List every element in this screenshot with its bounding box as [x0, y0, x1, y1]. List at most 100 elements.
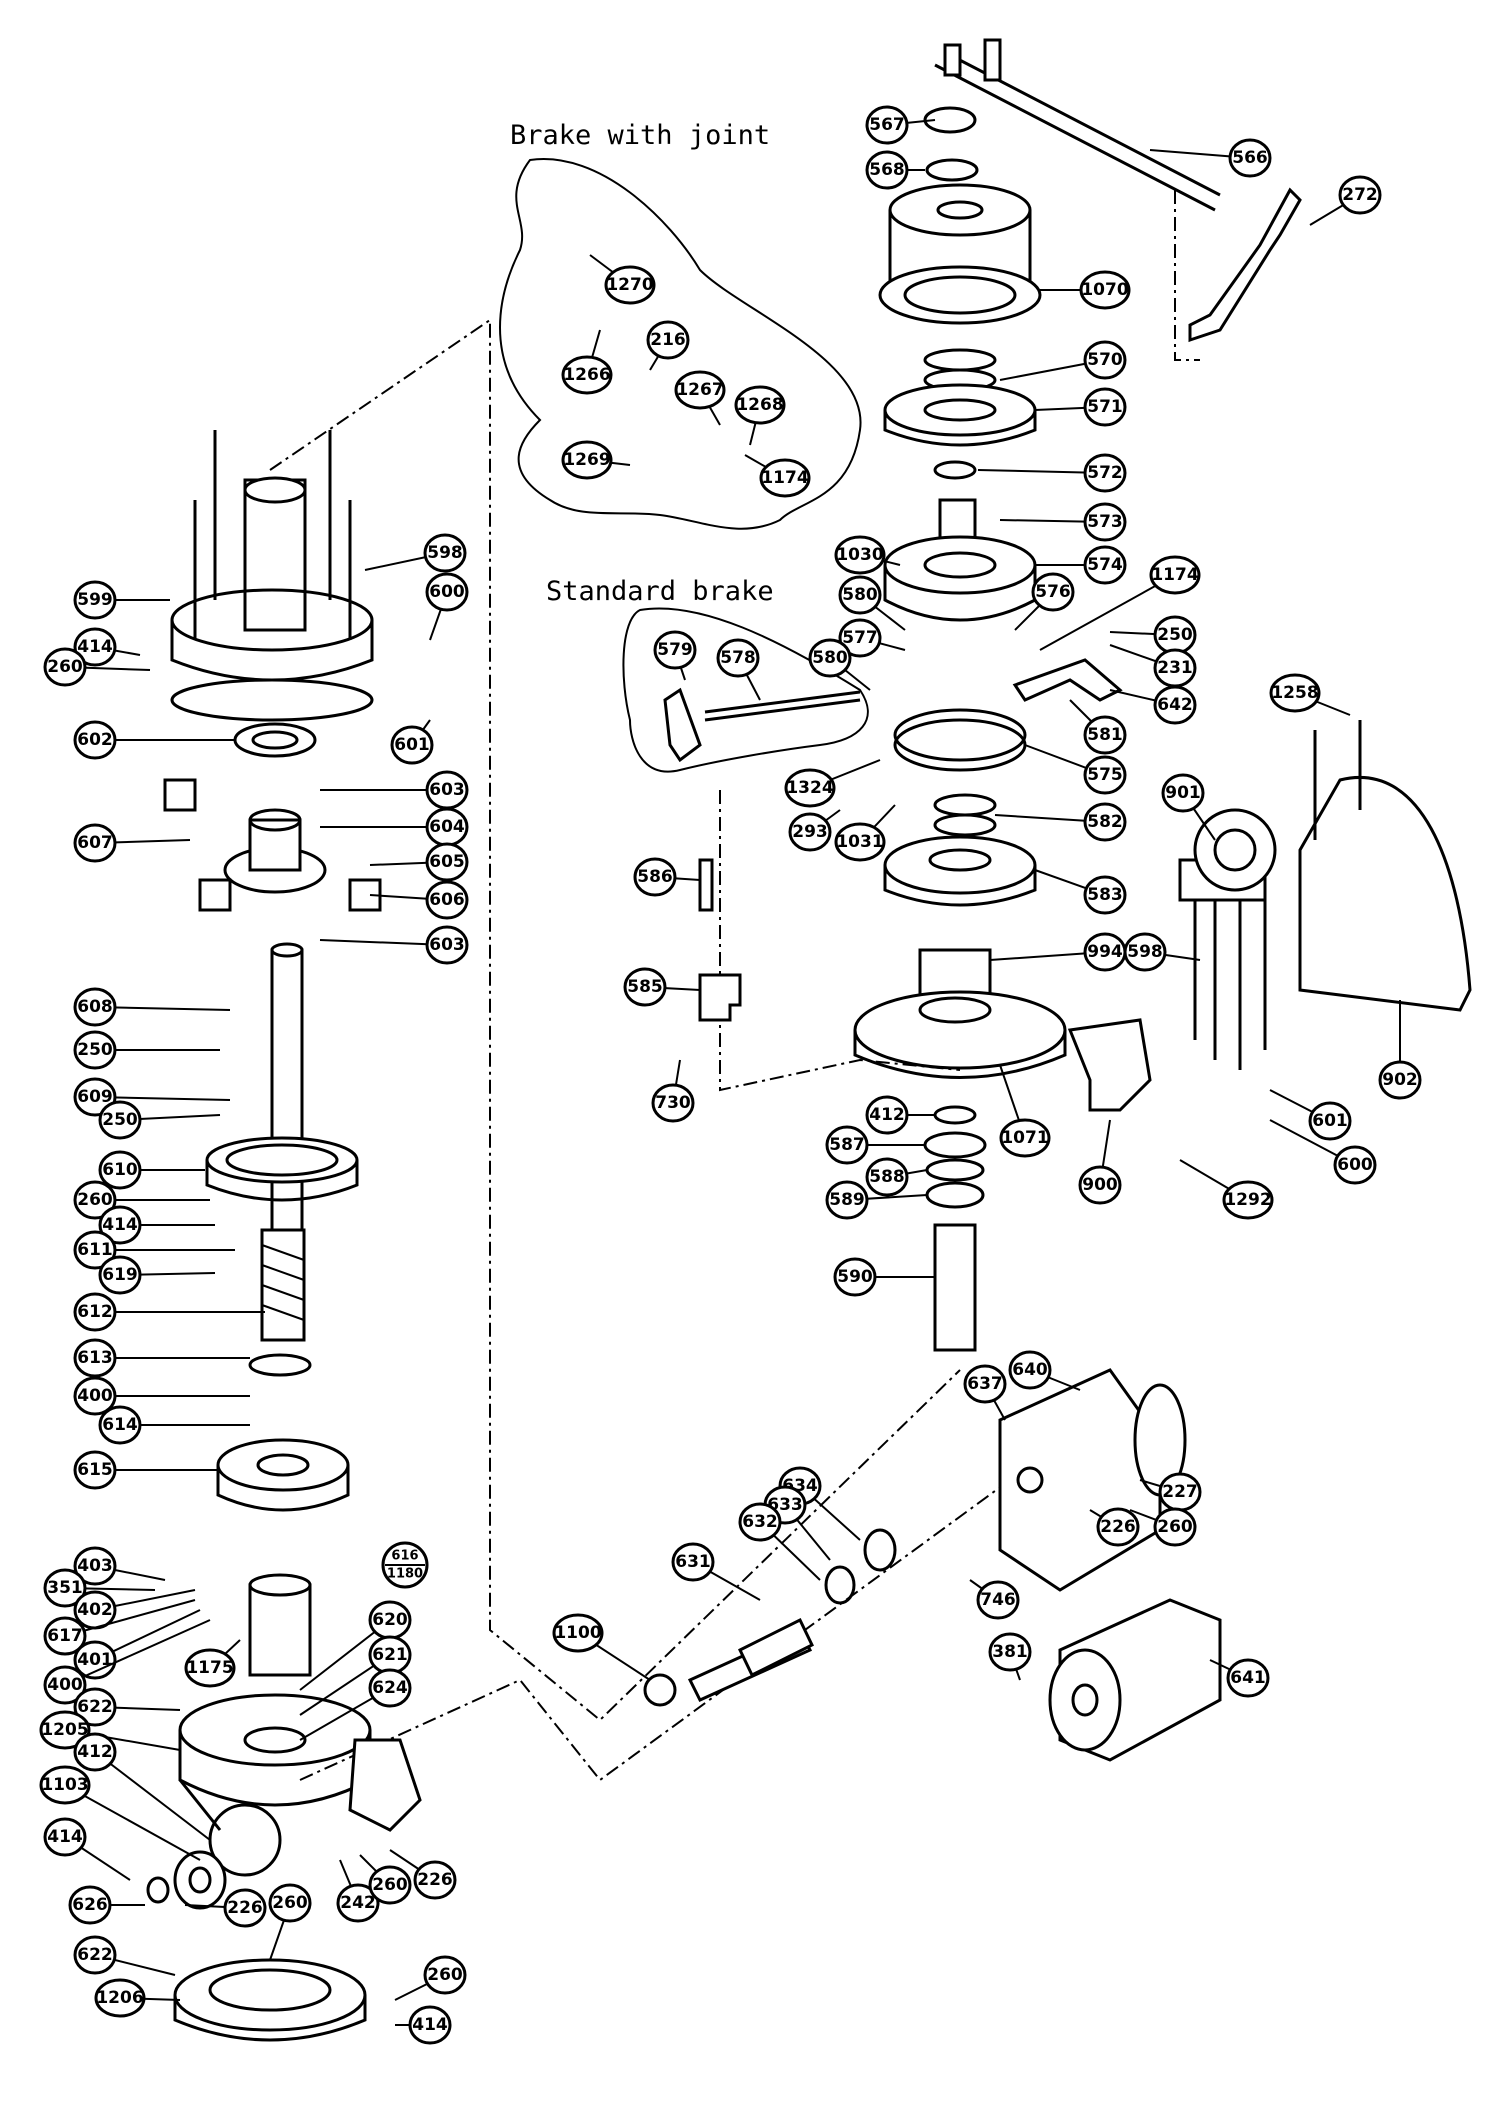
- callout-circle: [552, 1613, 604, 1653]
- circlip-613: [248, 1353, 312, 1377]
- coupling-1175: [248, 1573, 312, 1677]
- callout-label: 730: [655, 1093, 691, 1113]
- callout-label: 1031: [836, 832, 883, 852]
- callout-label: 1267: [676, 380, 723, 400]
- callout-circle: [784, 768, 836, 808]
- callout-570: 570: [999, 340, 1127, 381]
- callout-circle: [1333, 1145, 1377, 1185]
- plate-571: [883, 383, 1037, 447]
- callout-250c: 250: [98, 1100, 221, 1140]
- callout-label: 260: [427, 1965, 463, 1985]
- callout-circle: [1083, 340, 1127, 380]
- callout-619: 619: [98, 1255, 216, 1295]
- callout-label: 1103: [41, 1775, 88, 1795]
- callout-label: 577: [842, 628, 878, 648]
- callout-226b: 226: [389, 1849, 457, 1900]
- callout-label: 610: [102, 1160, 138, 1180]
- callout-circle: [73, 1732, 117, 1772]
- callout-599: 599: [73, 580, 170, 620]
- washer-582b: [933, 813, 997, 837]
- callout-label: 608: [77, 997, 113, 1017]
- callout-circle: [94, 1978, 146, 2018]
- callout-1103: 1103: [39, 1765, 201, 1861]
- leader-line: [64, 1599, 196, 1637]
- brake-lever-578: [663, 687, 861, 763]
- callout-label: 414: [77, 637, 113, 657]
- callout-1031: 1031: [834, 804, 896, 862]
- motor-641: [1048, 1598, 1222, 1762]
- callout-circle: [1269, 673, 1321, 713]
- callout-label: 571: [1087, 397, 1123, 417]
- callout-600a: 600: [1269, 1119, 1377, 1185]
- callout-label: 400: [77, 1386, 113, 1406]
- callout-label: 607: [77, 833, 113, 853]
- callout-circle: [1083, 875, 1127, 915]
- callout-585: 585: [623, 967, 701, 1007]
- callout-574: 574: [1035, 545, 1127, 585]
- seal-1100: [643, 1673, 677, 1707]
- callout-circle: [43, 1616, 87, 1656]
- callout-260b: 260: [73, 1180, 210, 1220]
- worm-612: [260, 1228, 306, 1342]
- cap-567: [923, 106, 977, 134]
- ring-572: [933, 460, 977, 480]
- callout-circle: [1083, 802, 1127, 842]
- callout-1267: 1267: [674, 370, 726, 426]
- callout-label: 260: [272, 1893, 308, 1913]
- washer-582: [933, 793, 997, 817]
- callout-circle: [865, 105, 909, 145]
- callout-label: 260: [77, 1190, 113, 1210]
- callout-600b: 600: [425, 572, 469, 641]
- callout-994: 994: [989, 932, 1127, 972]
- callout-1266: 1266: [561, 329, 613, 395]
- callout-577: 577: [838, 618, 906, 658]
- ring-gear-610: [205, 1136, 359, 1202]
- callout-598b: 598: [364, 533, 467, 573]
- callout-label: 619: [102, 1265, 138, 1285]
- bracket-585: [698, 973, 742, 1022]
- callout-label: 631: [675, 1552, 711, 1572]
- callout-circle: [1083, 755, 1127, 795]
- callout-576: 576: [1014, 572, 1075, 631]
- callout-label: 1324: [786, 778, 833, 798]
- callout-label: 580: [842, 585, 878, 605]
- callout-circle: [999, 1118, 1051, 1158]
- callout-label: 581: [1087, 725, 1123, 745]
- callout-label: 1270: [606, 275, 653, 295]
- handle-566: [934, 38, 1221, 361]
- callout-circle: [408, 2005, 452, 2045]
- callout-label: 598: [1127, 942, 1163, 962]
- callout-label: 600: [429, 582, 465, 602]
- callout-label: 621: [372, 1645, 408, 1665]
- callout-601b: 601: [390, 719, 434, 765]
- callout-circle: [98, 1150, 142, 1190]
- callout-1174b: 1174: [744, 454, 811, 498]
- leader-line: [94, 1096, 231, 1101]
- callout-circle: [734, 385, 786, 425]
- callout-293: 293: [788, 809, 841, 852]
- callout-642: 642: [1109, 685, 1197, 725]
- callout-1100: 1100: [552, 1613, 651, 1681]
- callout-590: 590: [833, 1257, 935, 1297]
- callout-circle: [43, 647, 87, 687]
- callout-label: 642: [1157, 695, 1193, 715]
- callout-label: 586: [637, 867, 673, 887]
- callout-401: 401: [73, 1609, 201, 1680]
- callout-1270: 1270: [589, 254, 656, 305]
- crank-272: [1188, 187, 1302, 343]
- callout-1324: 1324: [784, 759, 881, 808]
- callout-604: 604: [320, 807, 469, 847]
- callout-circle: [423, 1955, 467, 1995]
- callout-632: 632: [738, 1502, 821, 1581]
- callout-400b: 400: [43, 1619, 211, 1705]
- callout-label: 579: [657, 640, 693, 660]
- callout-label: 226: [1100, 1517, 1136, 1537]
- callout-1205: 1205: [39, 1710, 181, 1751]
- callout-260c: 260: [268, 1883, 312, 1961]
- callout-1070: 1070: [1040, 270, 1131, 310]
- callout-603b: 603: [319, 925, 469, 965]
- callout-circle: [39, 1710, 91, 1750]
- callout-label: 568: [869, 160, 905, 180]
- worm-shaft-631: [687, 1617, 814, 1702]
